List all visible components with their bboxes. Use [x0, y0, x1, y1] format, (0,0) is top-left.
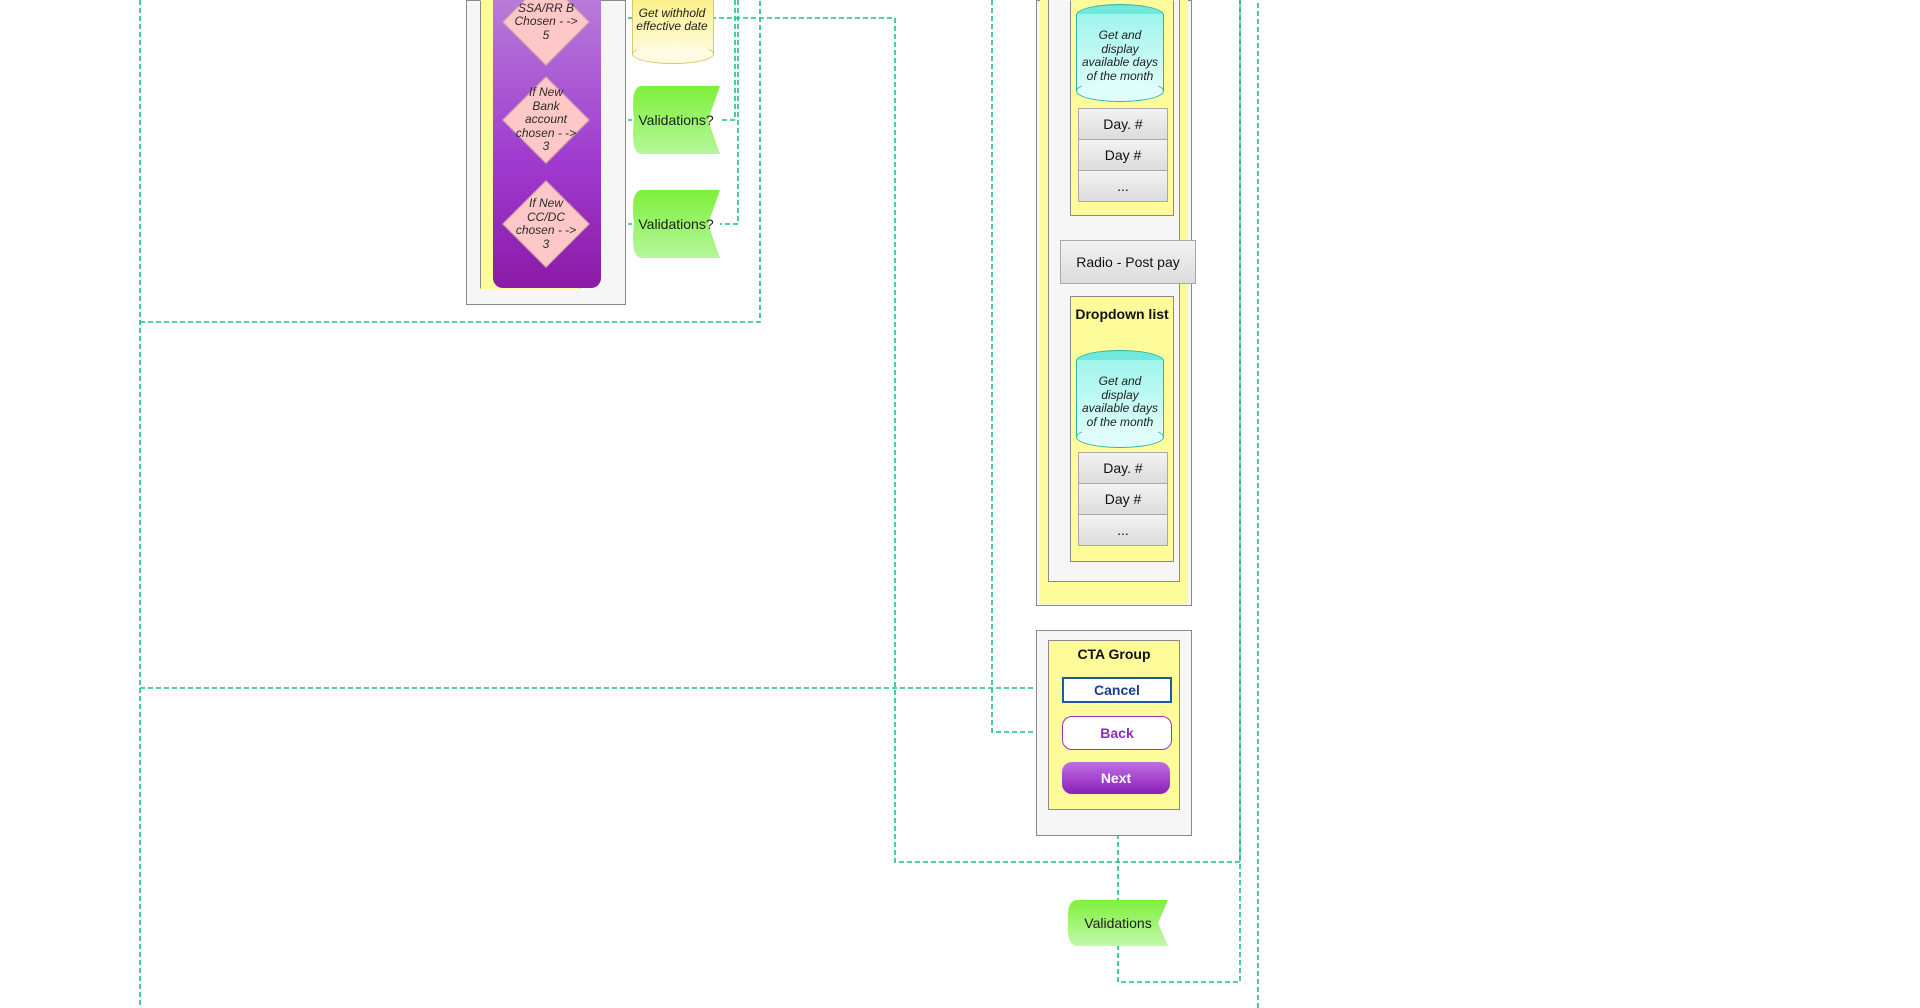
days-database-1: Get and display available days of the mo… [1076, 4, 1164, 102]
validation-shape-2: Validations? [628, 190, 724, 258]
back-button[interactable]: Back [1062, 716, 1172, 750]
list-2-item-2: Day # [1078, 483, 1168, 515]
cancel-button[interactable]: Cancel [1062, 677, 1172, 703]
withhold-date-database: Get withhold effective date [632, 0, 714, 64]
days-database-2-label: Get and display available days of the mo… [1081, 374, 1159, 429]
decision-diamond-1: SSA/RR B Chosen - -> 5 [484, 0, 608, 66]
next-button[interactable]: Next [1062, 762, 1170, 794]
radio-postpay: Radio - Post pay [1060, 240, 1196, 284]
decision-diamond-3: If New CC/DC chosen - -> 3 [484, 180, 608, 268]
decision-diamond-2: If New Bank account chosen - -> 3 [484, 76, 608, 164]
withhold-date-label: Get withhold effective date [636, 5, 708, 33]
cta-group-title: CTA Group [1077, 646, 1151, 662]
validation-bottom-label: Validations [1084, 915, 1152, 931]
days-database-2: Get and display available days of the mo… [1076, 350, 1164, 448]
validation-shape-bottom: Validations [1064, 900, 1172, 946]
validation-2-label: Validations? [638, 216, 714, 232]
list-2-item-1: Day. # [1078, 452, 1168, 484]
dropdown-title: Dropdown list [1075, 306, 1169, 322]
list-1-item-1: Day. # [1078, 108, 1168, 140]
decision-2-label: If New Bank account chosen - -> 3 [515, 85, 577, 154]
days-database-1-label: Get and display available days of the mo… [1081, 28, 1159, 83]
list-1-item-2: Day # [1078, 139, 1168, 171]
list-1-item-3: ... [1078, 170, 1168, 202]
validation-shape-1: Validations? [628, 86, 724, 154]
list-2-item-3: ... [1078, 514, 1168, 546]
validation-1-label: Validations? [638, 112, 714, 128]
decision-1-label: SSA/RR B Chosen - -> 5 [514, 0, 578, 42]
decision-3-label: If New CC/DC chosen - -> 3 [515, 196, 577, 251]
